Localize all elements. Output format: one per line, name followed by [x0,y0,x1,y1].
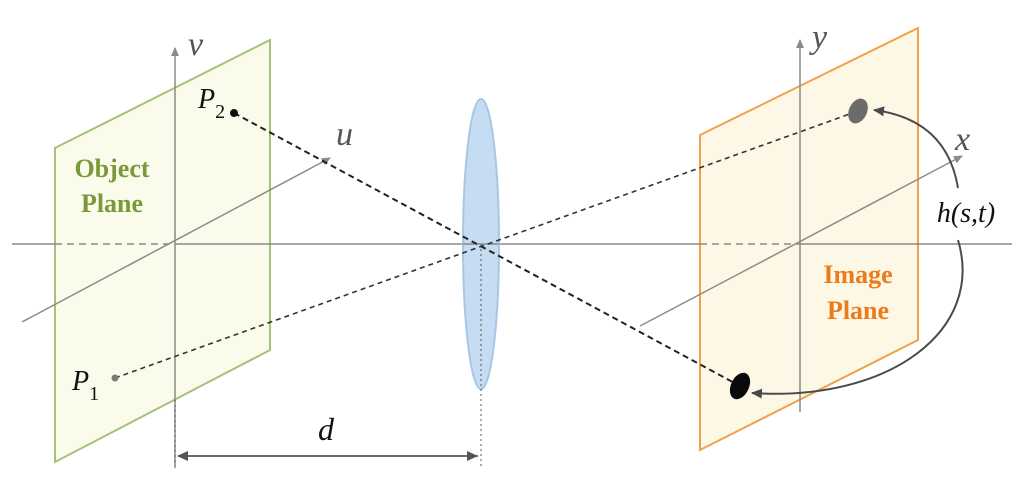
image-spot-bottom [729,372,751,400]
object-plane-label-line1: Object [74,154,149,183]
x-axis-label: x [954,121,970,158]
p2-label: P2 [197,84,225,123]
distance-label: d [318,411,335,447]
p1-label: P1 [71,366,99,405]
object-plane [54,38,271,464]
point-p1 [111,374,119,382]
ray-p2 [233,112,741,387]
psf-label: h(s,t) [937,198,995,229]
y-axis-label: y [809,19,828,56]
v-axis-label: v [188,26,204,63]
image-plane-label-line2: Plane [827,296,889,325]
psf-arrow-bottom [751,239,964,399]
image-spot-top [848,98,868,124]
object-plane-label-line2: Plane [81,189,143,218]
u-axis-label: u [336,116,353,153]
x-axis [639,155,963,327]
u-axis [21,157,331,323]
image-plane-label-line1: Image [823,260,892,289]
point-p2 [230,109,238,117]
psf-arrow-top [873,106,959,189]
ray-p1 [114,110,859,379]
image-plane [699,26,919,452]
psf-label-bg [924,196,1008,230]
